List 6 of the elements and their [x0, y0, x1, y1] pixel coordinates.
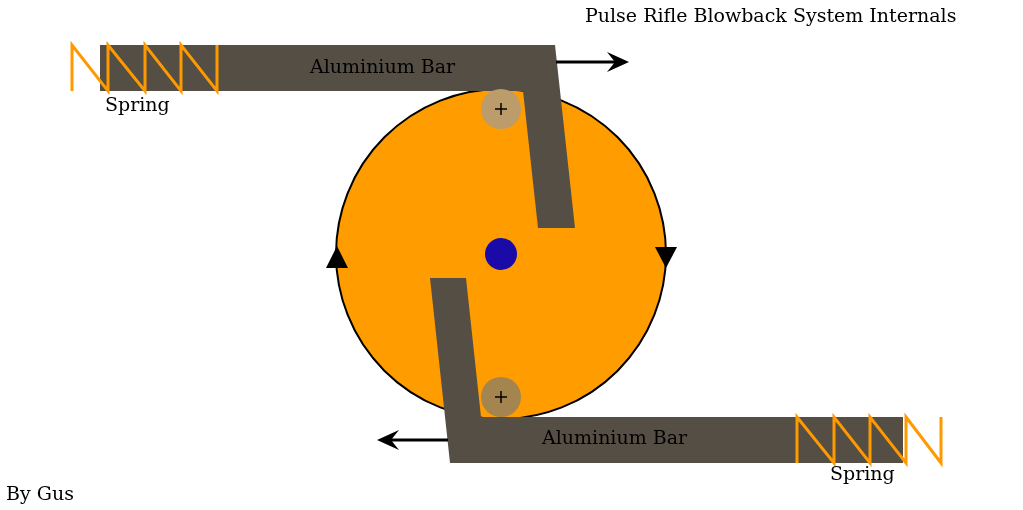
diagram-title: Pulse Rifle Blowback System Internals	[585, 4, 957, 26]
author-credit: By Gus	[6, 482, 74, 504]
spring-label: Spring	[830, 462, 895, 484]
bar-label: Aluminium Bar	[310, 55, 456, 77]
bar-label: Aluminium Bar	[542, 426, 688, 448]
spring-label: Spring	[105, 93, 170, 115]
